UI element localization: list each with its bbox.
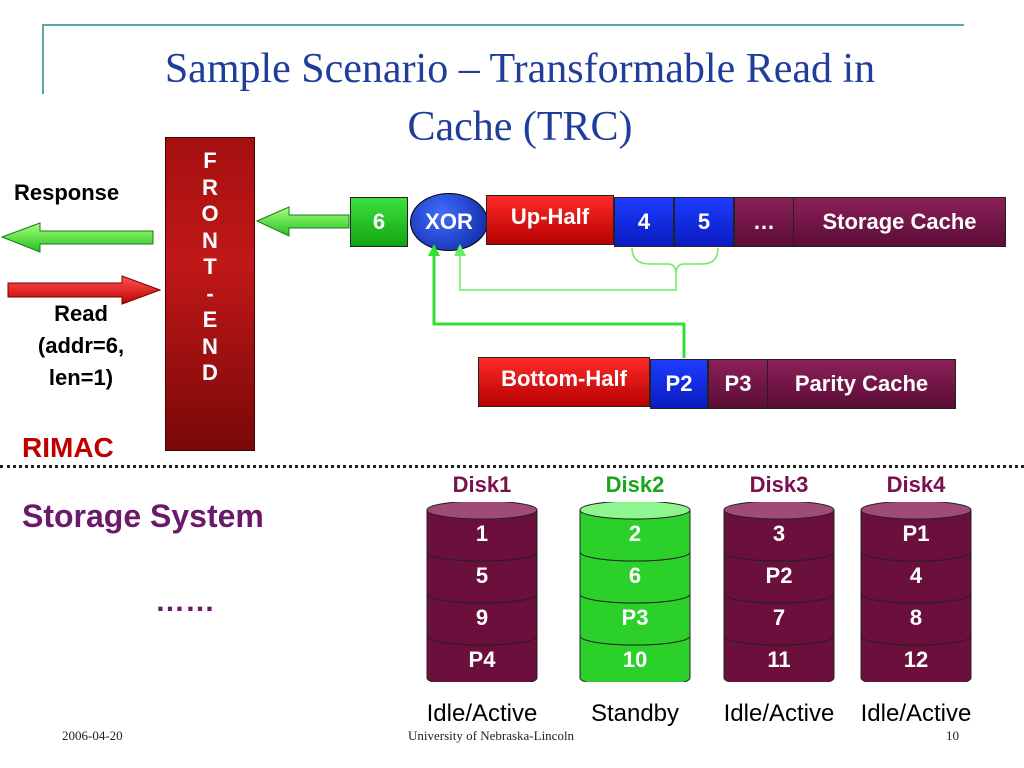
brace-icon bbox=[631, 247, 719, 275]
front-end-block: F R O N T - E N D bbox=[165, 137, 255, 451]
disk-block-label: 3 bbox=[773, 521, 785, 546]
disk-label: Disk1 bbox=[452, 472, 512, 497]
disk-block-label: 4 bbox=[910, 563, 923, 588]
disk-block-label: 2 bbox=[629, 521, 641, 546]
footer-organization: University of Nebraska-Lincoln bbox=[408, 728, 575, 743]
parity-item-p3: P3 bbox=[708, 359, 768, 409]
up-half-block: Up-Half bbox=[486, 195, 614, 245]
disk-stack: P4 9 5 1 bbox=[426, 502, 538, 682]
disk-block-label: P4 bbox=[469, 647, 497, 672]
front-end-letter: R bbox=[202, 174, 218, 200]
disk-status-label: Standby bbox=[590, 700, 680, 727]
disk-platter: 1 bbox=[426, 502, 538, 562]
read-label-line: len=1) bbox=[48, 365, 114, 390]
read-label-line: (addr=6, bbox=[37, 333, 125, 358]
disk-block-label: 1 bbox=[476, 521, 488, 546]
disk-status-label: Idle/Active bbox=[426, 700, 538, 727]
title-frame-left bbox=[42, 24, 44, 94]
cache-item-4: 4 bbox=[614, 197, 674, 247]
result-block: 6 bbox=[350, 197, 408, 247]
storage-system-label: Storage System bbox=[22, 498, 264, 534]
title-frame-top bbox=[42, 24, 964, 26]
bottom-half-block: Bottom-Half bbox=[478, 357, 650, 407]
disk-status-label: Idle/Active bbox=[723, 700, 835, 727]
xor-operator: XOR bbox=[410, 193, 488, 251]
more-disks-ellipsis: …… bbox=[155, 585, 215, 618]
cache-item-5: 5 bbox=[674, 197, 734, 247]
front-end-letter: T bbox=[203, 254, 217, 279]
front-end-letter: D bbox=[202, 360, 218, 385]
layer-separator bbox=[0, 465, 1024, 468]
data-line bbox=[459, 252, 677, 291]
disk-stack: 10 P3 6 2 bbox=[579, 502, 691, 682]
disk-stack: 12 8 4 P1 bbox=[860, 502, 972, 682]
disk-label: Disk3 bbox=[749, 472, 809, 497]
front-end-letter: N bbox=[202, 227, 218, 253]
cache-item-more: … bbox=[734, 197, 794, 247]
parity-item-p2: P2 bbox=[650, 359, 708, 409]
disk-label: Disk4 bbox=[886, 472, 946, 497]
parity-arrowhead-icon bbox=[428, 244, 440, 256]
footer-date: 2006-04-20 bbox=[62, 728, 123, 743]
disk-block-label: 7 bbox=[773, 605, 785, 630]
disk-label: Disk2 bbox=[605, 472, 665, 497]
front-end-letter: O bbox=[201, 201, 219, 226]
read-request-label: Read (addr=6, len=1) bbox=[16, 298, 146, 394]
disk-block-label: P1 bbox=[903, 521, 930, 546]
front-end-letter: E bbox=[202, 307, 218, 332]
slide-title: Sample Scenario – Transformable Read in … bbox=[70, 40, 970, 156]
title-line-2: Cache (TRC) bbox=[407, 104, 633, 150]
disk-status-label: Idle/Active bbox=[860, 700, 972, 727]
front-end-letter: F bbox=[203, 148, 217, 173]
disk-platter: P1 bbox=[860, 502, 972, 562]
read-label-line: Read bbox=[54, 301, 108, 326]
disk-block-label: P3 bbox=[622, 605, 649, 630]
response-label: Response bbox=[14, 180, 120, 205]
data-arrowhead-icon bbox=[454, 244, 466, 256]
parity-line bbox=[432, 252, 686, 358]
disk-block-label: 10 bbox=[623, 647, 647, 672]
rimac-label: RIMAC bbox=[22, 432, 114, 463]
front-end-letter: - bbox=[206, 280, 214, 306]
disk-stack: 11 7 P2 3 bbox=[723, 502, 835, 682]
xor-connectors bbox=[428, 244, 719, 358]
result-arrow bbox=[255, 206, 350, 237]
parity-cache-label: Parity Cache bbox=[767, 359, 956, 409]
title-line-1: Sample Scenario – Transformable Read in bbox=[164, 46, 876, 92]
disk-block-label: 9 bbox=[476, 605, 488, 630]
disk-block-label: 8 bbox=[910, 605, 922, 630]
disk-block-label: P2 bbox=[766, 563, 793, 588]
disk-block-label: 12 bbox=[904, 647, 928, 672]
footer-page-number: 10 bbox=[946, 728, 959, 743]
disk-block-label: 5 bbox=[476, 563, 488, 588]
front-end-letter: N bbox=[202, 333, 218, 359]
disk-block-label: 11 bbox=[767, 647, 790, 672]
read-arrow-icon bbox=[7, 275, 162, 305]
disk-block-label: 6 bbox=[629, 563, 641, 588]
response-arrow-icon bbox=[0, 222, 154, 253]
storage-cache-label: Storage Cache bbox=[793, 197, 1006, 247]
disk-platter: 2 bbox=[579, 502, 691, 562]
result-arrow-icon bbox=[255, 206, 350, 237]
io-arrows bbox=[0, 222, 162, 305]
disk-platter: 3 bbox=[723, 502, 835, 562]
